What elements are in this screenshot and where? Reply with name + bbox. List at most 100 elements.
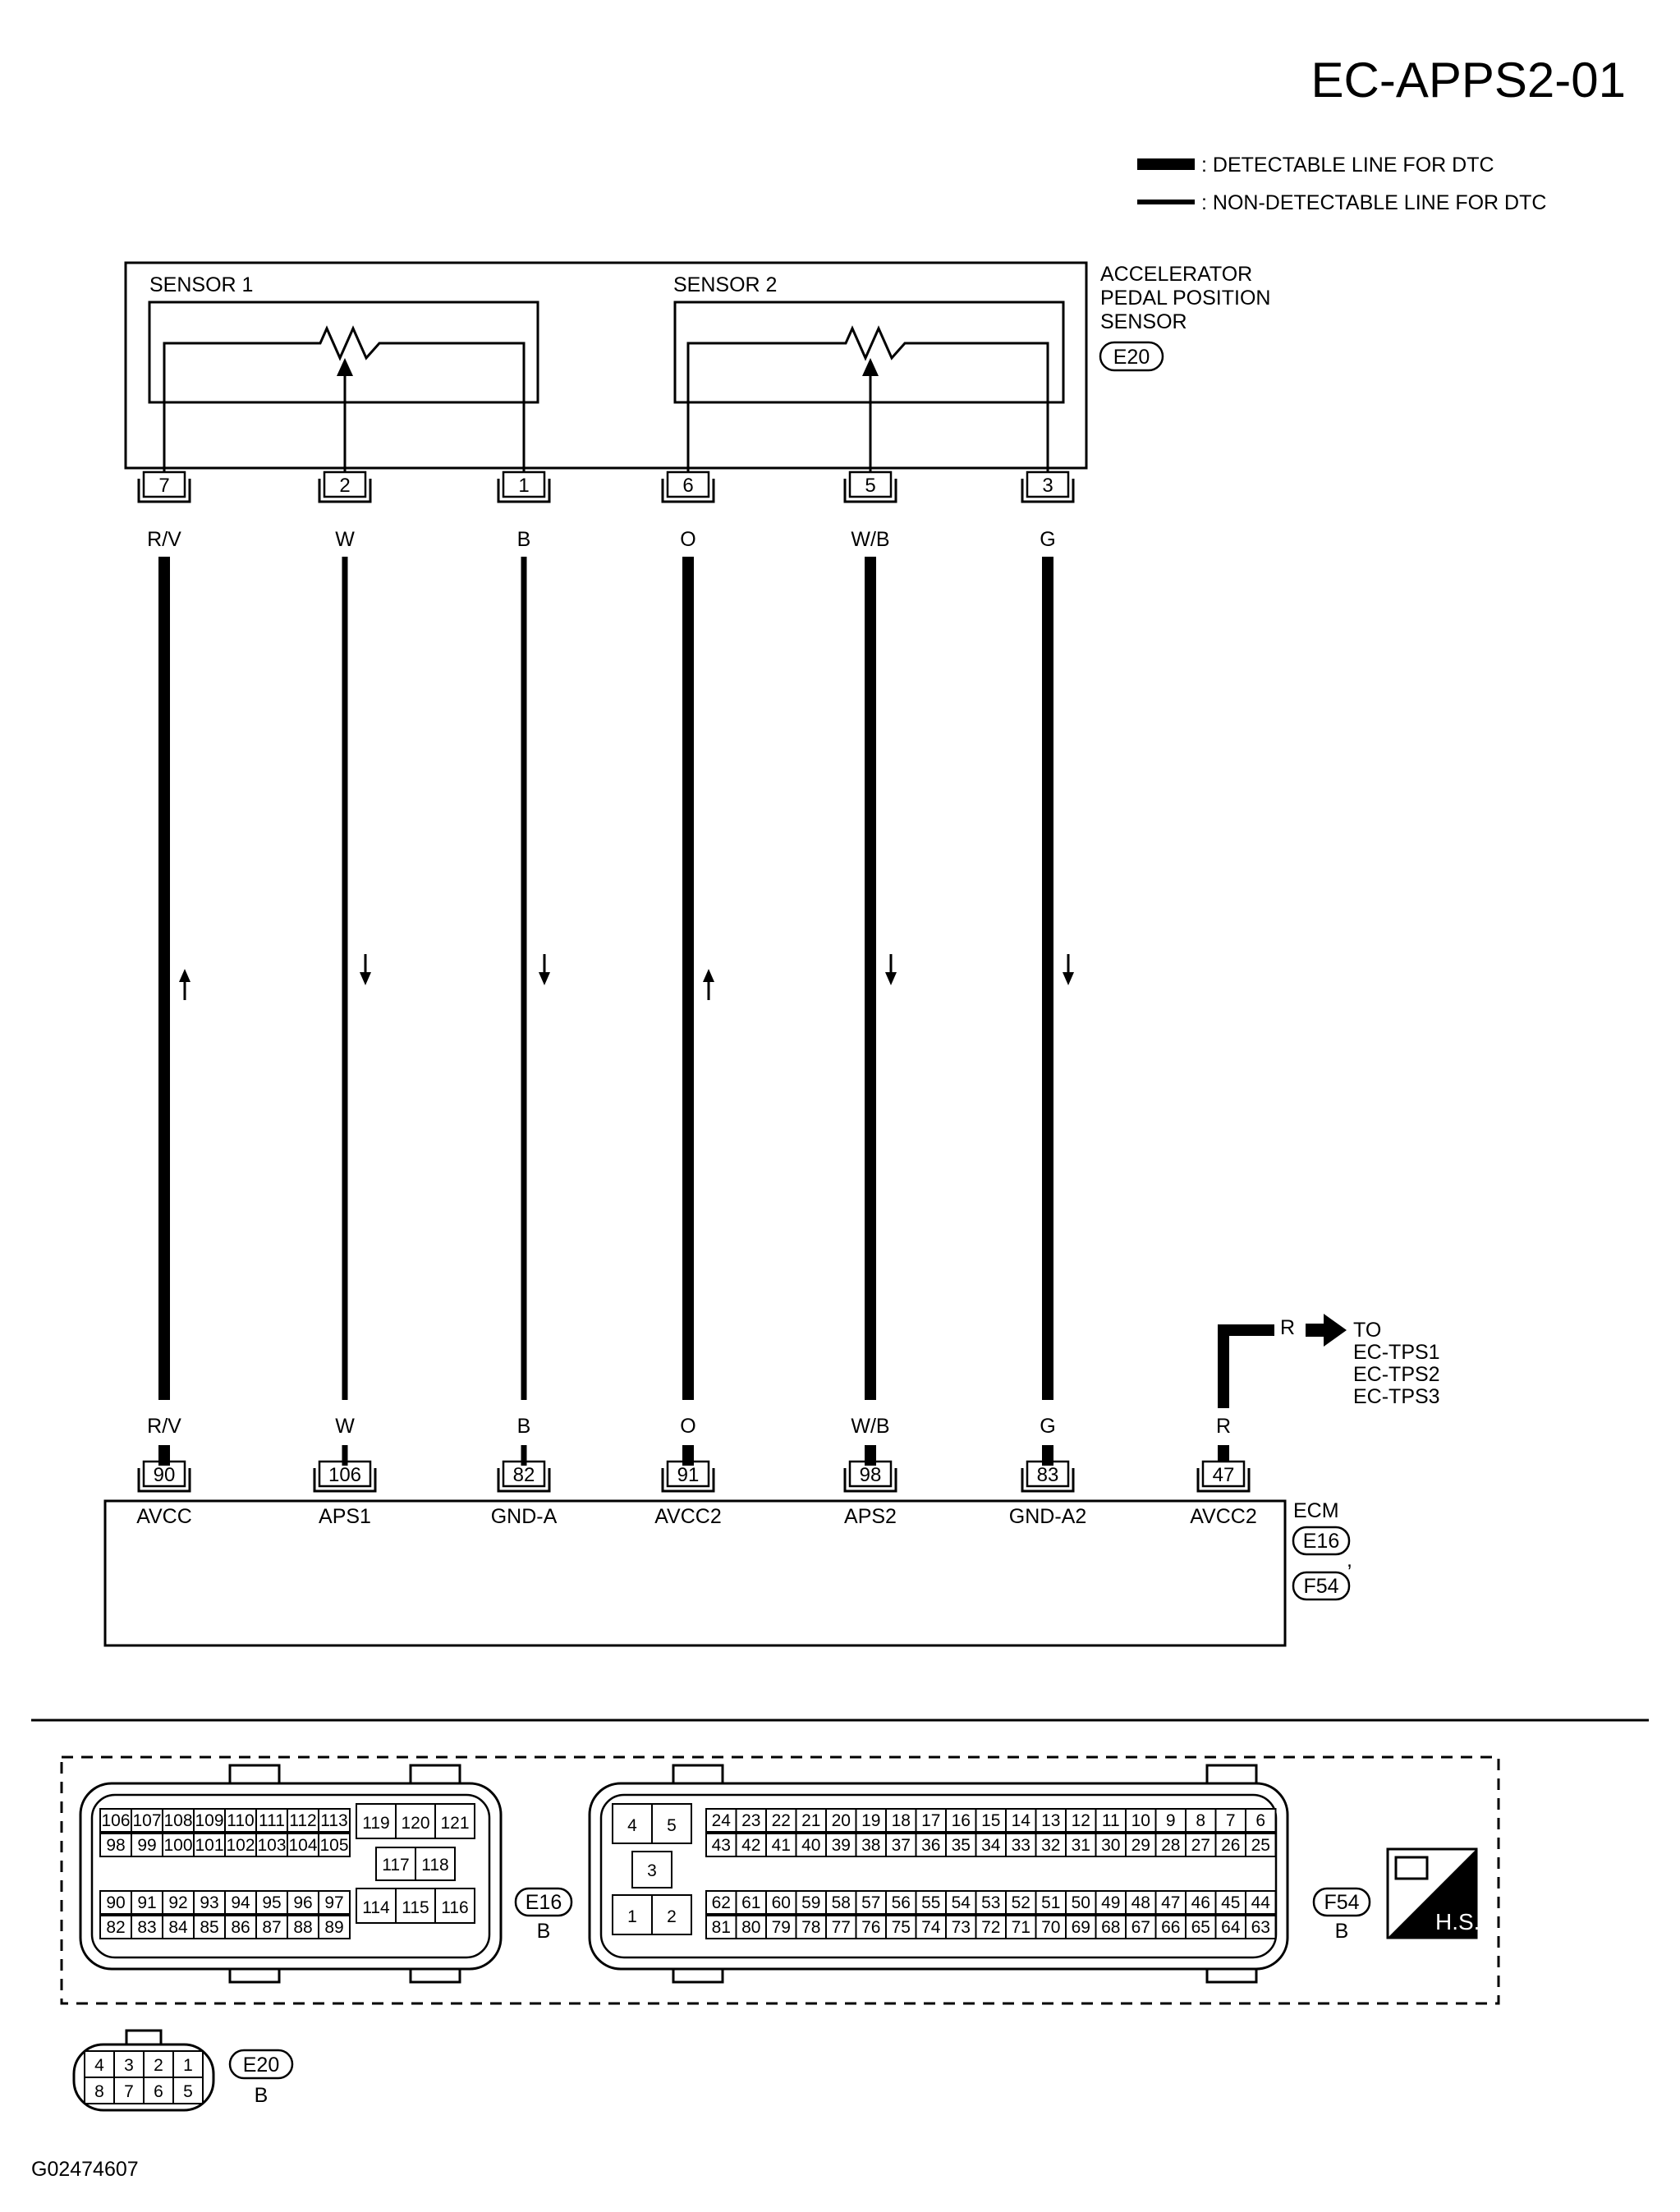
f54-cavity-number: 4 xyxy=(627,1816,637,1835)
e16-cavity-number: 105 xyxy=(319,1836,348,1855)
wire-arrow-up-icon xyxy=(179,969,190,982)
ecm-pin-98-number: 98 xyxy=(860,1464,882,1486)
sensor-pin-6-bracket xyxy=(661,479,715,503)
ecm-pin-106-number: 106 xyxy=(328,1464,361,1486)
e16-cavity-number: 102 xyxy=(226,1836,255,1855)
f54-cavity-number: 13 xyxy=(1041,1811,1060,1830)
f54-cavity-number: 57 xyxy=(861,1893,880,1912)
ecm-terminal-label: APS1 xyxy=(319,1505,371,1528)
wire-color-top: O xyxy=(680,528,695,551)
e16-cavity-number: 91 xyxy=(137,1893,156,1912)
f54-cavity-number: 31 xyxy=(1072,1836,1090,1855)
e16-cavity xyxy=(162,1808,195,1833)
f54-cavity xyxy=(825,1833,857,1857)
wire-arrow-down-icon xyxy=(885,972,897,985)
hs-badge-text: H.S. xyxy=(1435,1909,1480,1934)
sensor-pin-3-box xyxy=(1026,470,1070,498)
e16-cavity-number: 99 xyxy=(137,1836,156,1855)
wire-arrow-down-icon xyxy=(360,972,371,985)
f54-cavity xyxy=(1245,1890,1277,1915)
f54-cavity-number: 79 xyxy=(772,1918,791,1937)
f54-cavity-number: 70 xyxy=(1041,1918,1060,1937)
f54-cavity xyxy=(975,1915,1007,1939)
sensor-housing xyxy=(124,261,1088,470)
e16-cavity-number: 93 xyxy=(200,1893,218,1912)
ecm-pin-106-bracket xyxy=(313,1468,377,1493)
e16-cavity-number: 83 xyxy=(137,1918,156,1937)
e16-cavity-number: 117 xyxy=(382,1856,409,1875)
f54-cavity xyxy=(651,1894,692,1935)
f54-cavity xyxy=(1214,1833,1246,1857)
e16-cavity xyxy=(193,1915,226,1939)
ecm-label: ECM xyxy=(1293,1499,1339,1522)
e16-lock-tab xyxy=(409,1764,461,1785)
page-code: EC-APPS2-01 xyxy=(1311,53,1627,108)
sensor-connector-id: E20 xyxy=(1113,346,1150,369)
ecm-terminal-label: GND-A2 xyxy=(1009,1505,1086,1528)
f54-cavity-number: 41 xyxy=(772,1836,791,1855)
f54-cavity-number: 40 xyxy=(801,1836,820,1855)
f54-cavity xyxy=(1035,1890,1067,1915)
f54-cavity xyxy=(1095,1915,1127,1939)
f54-cavity xyxy=(1245,1915,1277,1939)
e16-cavity-number: 96 xyxy=(293,1893,312,1912)
sensor-connector-badge xyxy=(1099,341,1164,372)
e16-cavity-number: 86 xyxy=(231,1918,250,1937)
sensor-title-line-2: PEDAL POSITION xyxy=(1100,287,1270,310)
e16-cavity-number: 85 xyxy=(200,1918,218,1937)
wire-arrow-down-icon xyxy=(539,972,550,985)
e16-cavity-number: 116 xyxy=(441,1898,468,1917)
connector-views-frame xyxy=(60,1755,1500,2005)
e16-cavity-number: 113 xyxy=(320,1811,347,1830)
f54-cavity xyxy=(1125,1890,1157,1915)
e16-cavity xyxy=(356,1803,397,1839)
e16-cavity-number: 106 xyxy=(101,1811,130,1830)
sensor-pin-6-box xyxy=(666,470,710,498)
f54-cavity-number: 66 xyxy=(1161,1918,1180,1937)
sensor-pin-5-bracket xyxy=(843,479,897,503)
legend: : DETECTABLE LINE FOR DTC : NON-DETECTAB… xyxy=(1137,154,1546,214)
f54-cavity xyxy=(795,1808,827,1833)
ecm-pin-90-bracket xyxy=(137,1468,191,1493)
ecm-terminal-label: AVCC2 xyxy=(654,1505,722,1528)
ecm-pin-47-box xyxy=(1201,1460,1246,1488)
e20-id-badge xyxy=(228,2049,294,2080)
e16-cavity-number: 104 xyxy=(288,1836,317,1855)
f54-cavity xyxy=(825,1808,857,1833)
tps-branch-wire xyxy=(1218,1324,1274,1408)
f54-cavity xyxy=(855,1833,887,1857)
f54-cavity xyxy=(612,1894,653,1935)
sensor-2-wiper-arrow xyxy=(862,358,879,376)
f54-cavity xyxy=(765,1833,797,1857)
f54-cavity xyxy=(735,1833,767,1857)
e16-cavity xyxy=(415,1847,456,1881)
f54-cavity-number: 71 xyxy=(1012,1918,1030,1937)
f54-housing-inner xyxy=(599,1793,1278,1959)
sensor-pin-1-box xyxy=(502,470,546,498)
e16-cavity-number: 107 xyxy=(132,1811,161,1830)
e16-cavity-number: 98 xyxy=(106,1836,125,1855)
e16-cavity xyxy=(395,1803,436,1839)
e16-cavity xyxy=(224,1833,257,1857)
ecm-pin-91-bracket xyxy=(661,1468,715,1493)
f54-cavity-number: 22 xyxy=(772,1811,791,1830)
wire-color-top: R/V xyxy=(147,528,181,551)
f54-cavity-number: 74 xyxy=(921,1918,941,1937)
ecm-connector-e16-badge xyxy=(1292,1526,1351,1556)
e16-lock-tab xyxy=(228,1764,281,1785)
f54-cavity xyxy=(795,1890,827,1915)
e16-cavity-number: 89 xyxy=(324,1918,343,1937)
ecm-pin-91-number: 91 xyxy=(677,1464,700,1486)
e16-cavity xyxy=(318,1915,351,1939)
e16-cavity-number: 84 xyxy=(168,1918,188,1937)
e16-cavity-number: 100 xyxy=(163,1836,192,1855)
f54-id-badge xyxy=(1312,1887,1371,1917)
f54-cavity-number: 14 xyxy=(1012,1811,1031,1830)
f54-cavity-number: 50 xyxy=(1072,1893,1090,1912)
e20-lock-tab xyxy=(125,2029,163,2046)
f54-cavity xyxy=(651,1803,692,1844)
